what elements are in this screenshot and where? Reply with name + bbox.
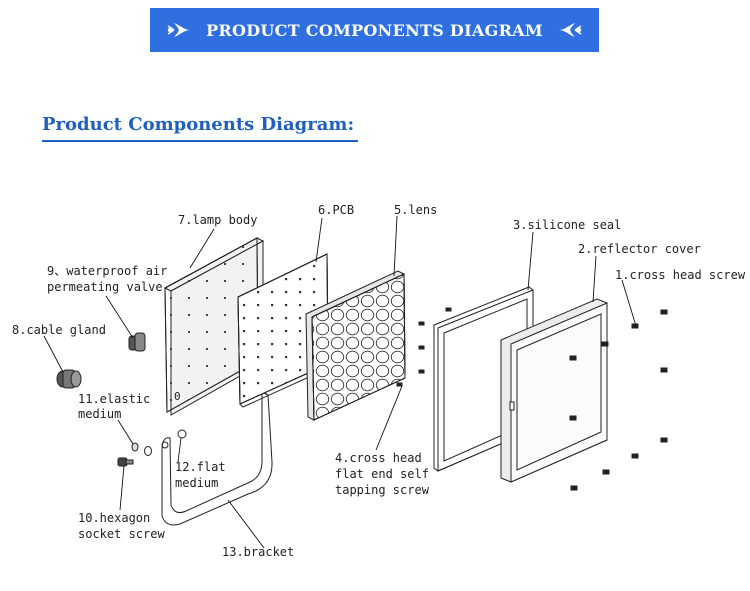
lamp-body-mark: 0 <box>174 390 181 403</box>
lens-array <box>305 270 406 421</box>
label-elastic-medium-line2: medium <box>78 407 122 421</box>
label-hexagon-screw-line2: socket screw <box>78 527 165 541</box>
cable-gland <box>56 369 82 389</box>
label-air-valve-line1: 9、waterproof air <box>47 264 168 278</box>
label-silicone-seal: 3.silicone seal <box>513 218 622 232</box>
label-tapping-screw-line3: tapping screw <box>335 483 429 497</box>
ornament-left-icon <box>167 23 191 37</box>
label-tapping-screw-line1: 4.cross head <box>335 451 422 465</box>
label-air-valve-line2: permeating valve <box>47 280 163 294</box>
label-reflector-cover: 2.reflector cover <box>578 242 701 256</box>
ornament-right-icon <box>558 23 582 37</box>
flat-washer <box>144 446 152 456</box>
air-valve <box>128 332 146 352</box>
elastic-washer <box>131 442 139 452</box>
leader-lines <box>43 215 637 549</box>
label-lens: 5.lens <box>394 203 438 217</box>
reflector-cover <box>500 298 608 483</box>
cross-head-screws <box>569 309 668 491</box>
label-pcb: 6.PCB <box>318 203 355 217</box>
hexagon-screw <box>117 457 134 467</box>
label-flat-medium-line2: medium <box>175 476 219 490</box>
label-flat-medium-line1: 12.flat <box>175 460 226 474</box>
section-title-underline <box>42 140 358 142</box>
label-lamp-body: 7.lamp body <box>178 213 258 227</box>
header-banner: PRODUCT COMPONENTS DIAGRAM <box>150 8 599 52</box>
section-title: Product Components Diagram: <box>42 114 355 135</box>
label-tapping-screw-line2: flat end self <box>335 467 429 481</box>
label-cross-head-screw: 1.cross head screw <box>615 268 746 282</box>
label-cable-gland: 8.cable gland <box>12 323 106 337</box>
banner-title: PRODUCT COMPONENTS DIAGRAM <box>206 20 543 40</box>
pcb-board <box>237 253 332 408</box>
label-bracket: 13.bracket <box>222 545 295 559</box>
label-elastic-medium-line1: 11.elastic <box>78 392 151 406</box>
label-hexagon-screw-line1: 10.hexagon <box>78 511 151 525</box>
